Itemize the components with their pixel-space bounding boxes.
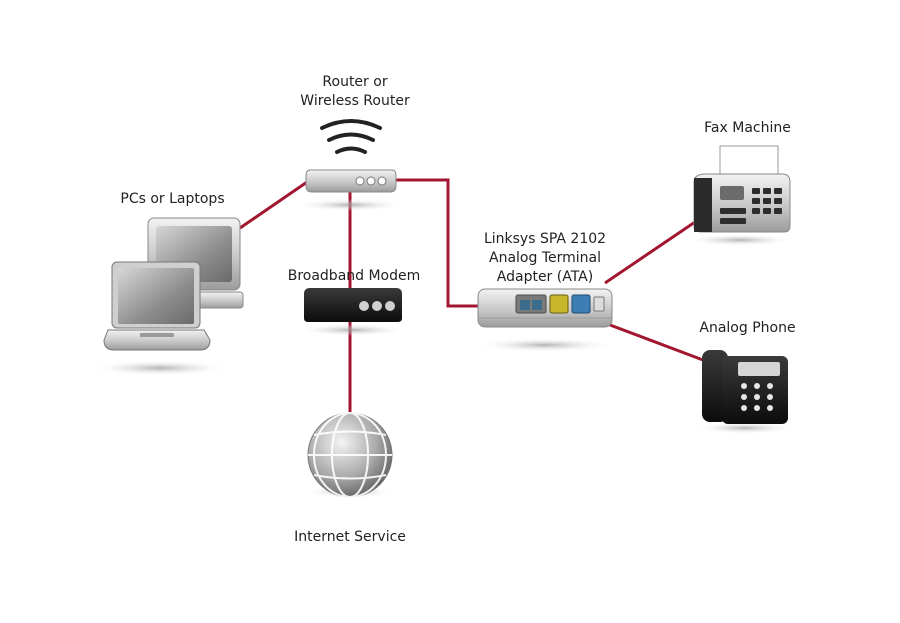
wifi-icon xyxy=(320,119,382,154)
phone-device xyxy=(695,350,795,434)
ata-label-line-3: Adapter (ATA) xyxy=(496,269,594,285)
fax-device xyxy=(685,145,795,246)
internet-globe-icon xyxy=(305,412,395,498)
modem-label: Broadband Modem xyxy=(274,267,434,286)
phone-label: Analog Phone xyxy=(680,319,815,338)
router-label-line-1: Router or xyxy=(322,74,388,90)
ata-device xyxy=(475,288,615,352)
ata-label-line-1: Linksys SPA 2102 xyxy=(483,231,607,247)
link-ata-phone xyxy=(609,323,704,362)
pcs-label: PCs or Laptops xyxy=(95,190,250,209)
ata-label: Linksys SPA 2102 Analog Terminal Adapter… xyxy=(465,230,625,287)
ata-label-line-2: Analog Terminal xyxy=(489,250,601,266)
router-device xyxy=(295,119,405,211)
link-pcs-router xyxy=(239,178,311,230)
link-ata-fax xyxy=(604,218,699,285)
modem-device xyxy=(297,288,407,336)
pcs-label-line-1: PCs or Laptops xyxy=(120,191,225,207)
fax-label: Fax Machine xyxy=(680,119,815,138)
router-label: Router or Wireless Router xyxy=(280,73,430,111)
internet-label-line-1: Internet Service xyxy=(294,529,406,545)
router-label-line-2: Wireless Router xyxy=(300,93,410,109)
modem-label-line-1: Broadband Modem xyxy=(287,268,421,284)
internet-label: Internet Service xyxy=(270,528,430,547)
pcs-device xyxy=(90,217,244,376)
link-router-ata xyxy=(390,178,480,308)
phone-label-line-1: Analog Phone xyxy=(699,320,796,336)
fax-label-line-1: Fax Machine xyxy=(704,120,791,136)
